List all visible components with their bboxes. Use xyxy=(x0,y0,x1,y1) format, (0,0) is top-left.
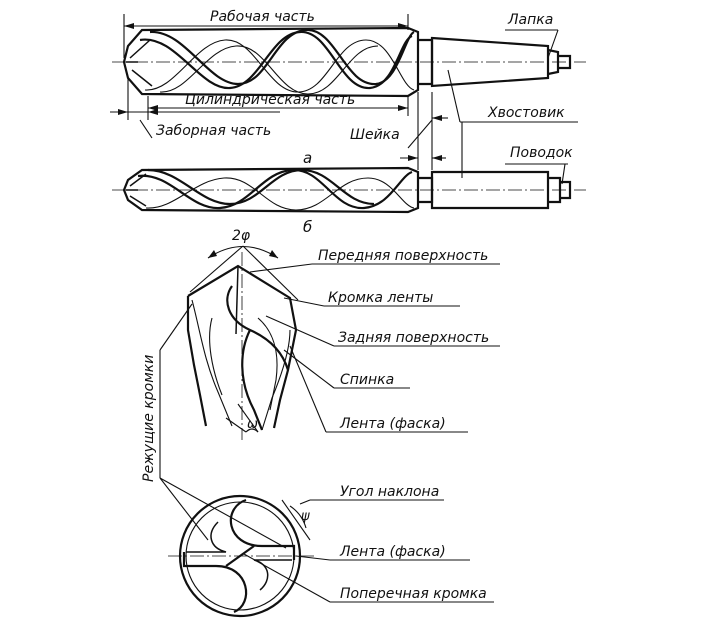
label-margin-1: Лента (фаска) xyxy=(339,416,446,432)
caption-b: б xyxy=(303,218,312,236)
label-lead-part: Заборная часть xyxy=(156,123,271,139)
drill-point-side-view: 2φ ω xyxy=(186,228,299,440)
label-rake-face: Передняя поверхность xyxy=(318,248,488,264)
label-neck: Шейка xyxy=(350,127,400,143)
label-psi: ψ xyxy=(301,509,310,524)
callouts-end-view: Угол наклона ψ Лента (фаска) Поперечная … xyxy=(243,484,494,603)
label-omega: ω xyxy=(247,417,258,432)
drill-a xyxy=(112,26,586,98)
label-tang: Лапка xyxy=(507,12,553,28)
label-cylindrical-part: Цилиндрическая часть xyxy=(185,92,355,108)
callouts-point-side: Передняя поверхность Кромка ленты Задняя… xyxy=(249,248,500,433)
callout-cutting-edges: Режущие кромки xyxy=(141,303,287,549)
label-2phi: 2φ xyxy=(232,228,251,244)
label-chisel-edge: Поперечная кромка xyxy=(340,586,487,602)
label-cutting-edges: Режущие кромки xyxy=(141,355,157,482)
label-land-edge: Кромка ленты xyxy=(328,290,433,306)
dim-cylindrical-part: Цилиндрическая часть xyxy=(127,78,409,120)
callout-neck: Шейка xyxy=(350,92,448,170)
callout-tang: Лапка xyxy=(505,12,559,59)
label-flank-face: Задняя поверхность xyxy=(338,330,489,346)
drill-end-view xyxy=(168,494,316,618)
drill-a-flutes xyxy=(126,28,415,95)
label-helix-angle: Угол наклона xyxy=(340,484,439,500)
label-margin-2: Лента (фаска) xyxy=(339,544,446,560)
label-body-clearance: Спинка xyxy=(340,372,394,388)
caption-a: а xyxy=(303,149,312,167)
label-shank: Хвостовик xyxy=(487,105,565,121)
dim-lead-part: Заборная часть xyxy=(110,96,280,139)
callout-shank: Хвостовик xyxy=(447,69,578,178)
drill-b xyxy=(112,166,586,214)
callout-driver: Поводок xyxy=(505,145,573,185)
label-working-part: Рабочая часть xyxy=(210,9,315,25)
dim-working-part: Рабочая часть xyxy=(123,9,409,58)
drill-b-flutes xyxy=(126,168,415,211)
label-driver: Поводок xyxy=(510,145,573,161)
